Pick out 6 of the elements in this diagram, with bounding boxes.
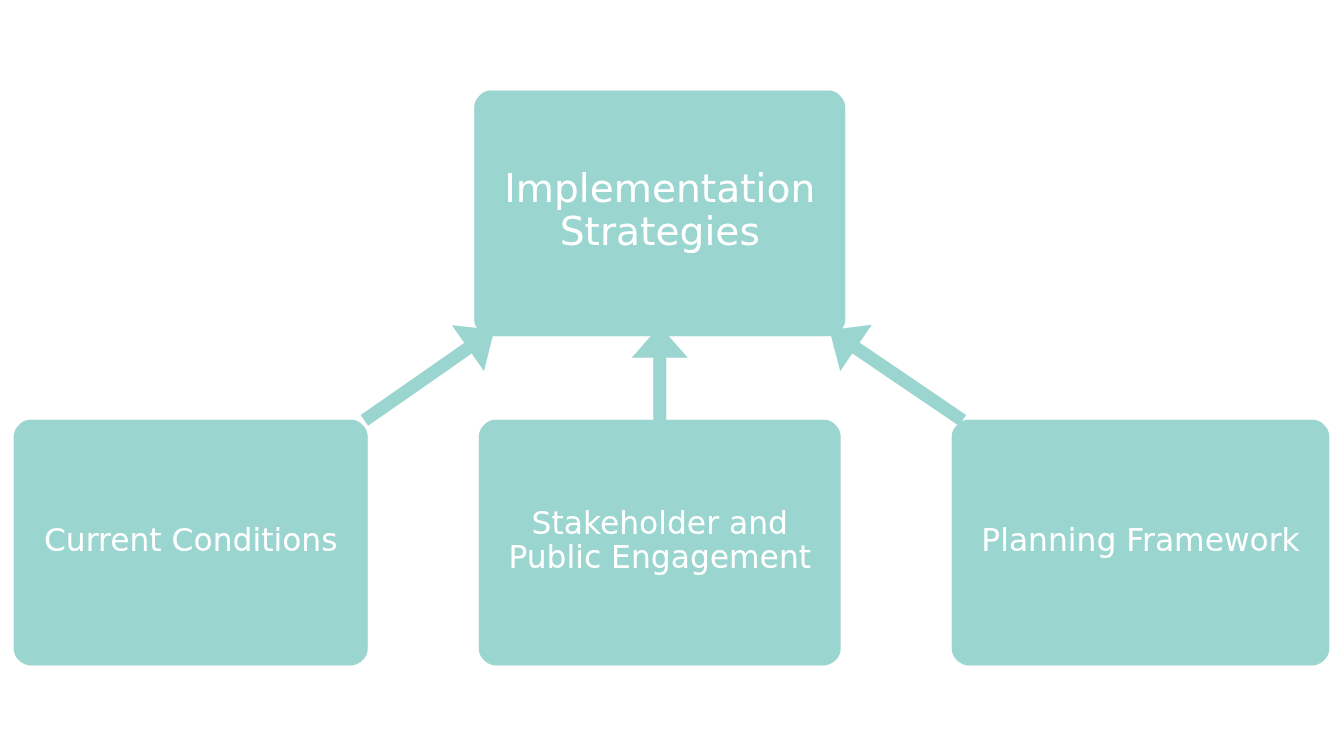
node-box: Current Conditions	[13, 419, 368, 665]
node-box: Stakeholder and Public Engagement	[478, 419, 841, 665]
arrow	[829, 324, 967, 426]
node-box: Planning Framework	[951, 419, 1330, 665]
node-box: Implementation Strategies	[474, 90, 846, 336]
arrow	[360, 324, 495, 426]
